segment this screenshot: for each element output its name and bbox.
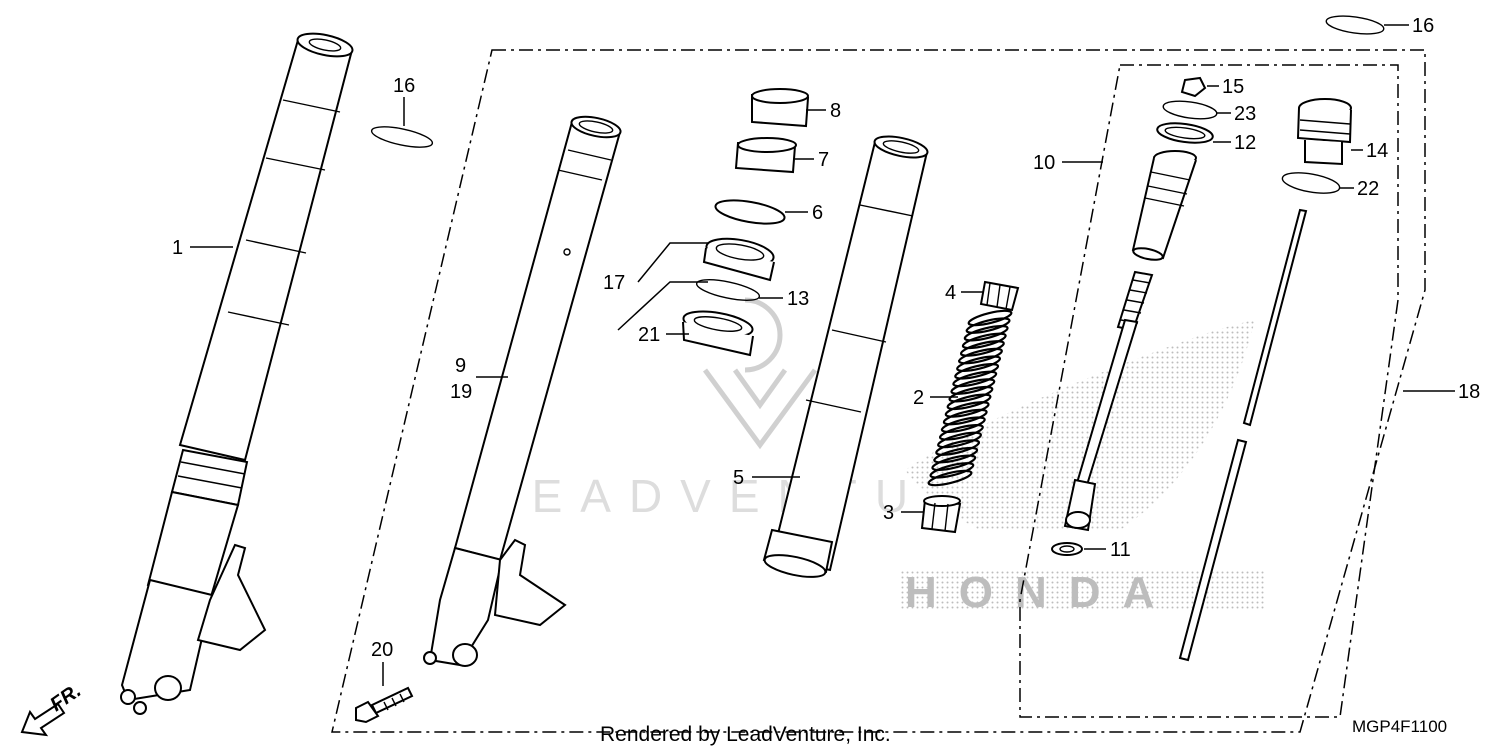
honda-wing-watermark bbox=[900, 320, 1265, 610]
damper-assembly bbox=[1063, 150, 1197, 532]
damper-assembly-boundary bbox=[1019, 64, 1399, 718]
callout-21: 21 bbox=[638, 324, 660, 346]
fork-bolt-14 bbox=[1296, 98, 1352, 166]
fork-spring-2 bbox=[927, 309, 1013, 487]
snap-ring-16-left bbox=[370, 126, 434, 148]
oil-seal-17 bbox=[702, 237, 775, 282]
spring-coil bbox=[931, 454, 977, 472]
guide-bush-7 bbox=[734, 137, 797, 174]
spring-coil bbox=[935, 439, 981, 456]
spring-coil bbox=[956, 355, 1002, 373]
spring-coil bbox=[933, 446, 979, 464]
leadventure-logo-watermark bbox=[702, 297, 818, 450]
callout-11: 11 bbox=[1110, 539, 1131, 561]
callout-8: 8 bbox=[830, 100, 841, 122]
stopper-ring-13 bbox=[695, 279, 761, 301]
fork-assembly-boundary bbox=[331, 49, 1426, 733]
callout-16-right: 16 bbox=[1412, 15, 1434, 37]
inner-tube bbox=[762, 135, 929, 578]
spring-coil bbox=[942, 408, 988, 426]
spring-coil bbox=[959, 340, 1005, 357]
o-ring-23 bbox=[1162, 100, 1218, 120]
outer-tube bbox=[423, 115, 622, 667]
callout-22: 22 bbox=[1357, 178, 1379, 200]
callout-2: 2 bbox=[913, 387, 924, 409]
callout-4: 4 bbox=[945, 282, 956, 304]
spring-coil bbox=[954, 363, 1000, 380]
diagram-code: MGP4F1100 bbox=[1352, 717, 1447, 736]
spring-coil bbox=[961, 332, 1007, 350]
watermark-make-text: HONDA bbox=[905, 568, 1176, 617]
spring-coil bbox=[929, 462, 975, 479]
callout-20: 20 bbox=[371, 639, 393, 661]
leader-lines bbox=[190, 24, 1455, 686]
o-ring-12 bbox=[1156, 122, 1214, 144]
callout-5: 5 bbox=[733, 467, 744, 489]
callout-10: 10 bbox=[1033, 152, 1055, 174]
callout-15: 15 bbox=[1222, 76, 1244, 98]
callout-6: 6 bbox=[812, 202, 823, 224]
spring-coil bbox=[927, 469, 973, 487]
callout-3: 3 bbox=[883, 502, 894, 524]
callout-16-left: 16 bbox=[393, 75, 415, 97]
spring-coil bbox=[938, 423, 984, 441]
callout-9: 9 bbox=[455, 355, 466, 377]
callout-1: 1 bbox=[172, 237, 183, 259]
damper-rod-18 bbox=[1178, 208, 1308, 662]
spring-coil bbox=[952, 370, 998, 388]
spring-coil bbox=[937, 431, 983, 449]
callout-17: 17 bbox=[603, 272, 625, 294]
back-up-ring-6 bbox=[714, 199, 786, 225]
slider-bush-8 bbox=[751, 88, 810, 128]
callout-23: 23 bbox=[1234, 103, 1256, 125]
spring-coil bbox=[946, 393, 992, 411]
callout-labels: 1 16 9 19 8 7 6 17 13 21 5 4 2 3 10 11 1… bbox=[172, 15, 1480, 661]
callout-7: 7 bbox=[818, 149, 829, 171]
spring-collar-3 bbox=[920, 495, 962, 534]
spring-coil bbox=[967, 309, 1013, 327]
snap-ring-16-upper bbox=[1325, 15, 1385, 35]
nut-15 bbox=[1180, 76, 1207, 98]
spring-coil bbox=[963, 324, 1009, 342]
callout-13: 13 bbox=[787, 288, 809, 310]
spring-coil bbox=[940, 416, 986, 433]
callout-18: 18 bbox=[1458, 381, 1480, 403]
callout-19: 19 bbox=[450, 381, 472, 403]
watermark-brand-text: LEADVENTU bbox=[488, 470, 926, 522]
rendered-by-credit: Rendered by LeadVenture, Inc. bbox=[600, 723, 891, 746]
spring-seat-4 bbox=[979, 280, 1020, 312]
callout-14: 14 bbox=[1366, 140, 1388, 162]
front-direction-indicator: FR. bbox=[20, 680, 85, 737]
spring-coil bbox=[950, 378, 996, 395]
spring-coil bbox=[944, 401, 990, 418]
bolt-20 bbox=[355, 686, 414, 724]
spring-coil bbox=[965, 317, 1011, 334]
washer-11 bbox=[1051, 542, 1083, 556]
dust-seal-21 bbox=[682, 310, 754, 357]
front-arrow-icon bbox=[20, 702, 66, 737]
spring-coil bbox=[948, 385, 994, 403]
o-ring-22 bbox=[1281, 172, 1341, 194]
spring-coil bbox=[957, 347, 1003, 365]
callout-12: 12 bbox=[1234, 132, 1256, 154]
fork-leg-assembly bbox=[120, 32, 354, 715]
